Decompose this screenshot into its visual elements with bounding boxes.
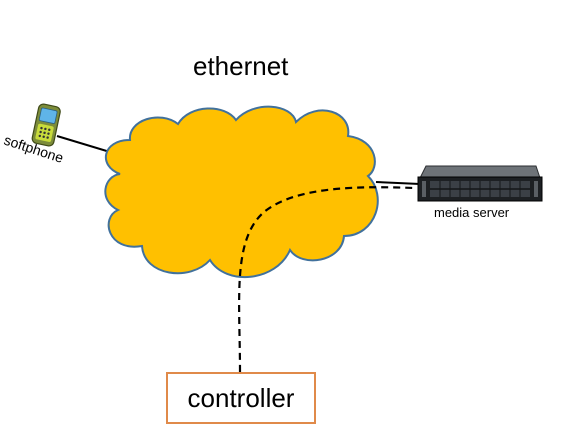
network-label: ethernet xyxy=(193,51,289,81)
ethernet-cloud xyxy=(104,105,379,279)
media-server-label: media server xyxy=(434,205,510,220)
media-server-link xyxy=(375,181,421,185)
controller-label: controller xyxy=(187,382,295,413)
rack-server-icon xyxy=(417,165,543,202)
controller-node: controller xyxy=(166,372,316,424)
mobile-phone-icon xyxy=(31,103,61,147)
controller-dashed-link xyxy=(238,186,415,373)
